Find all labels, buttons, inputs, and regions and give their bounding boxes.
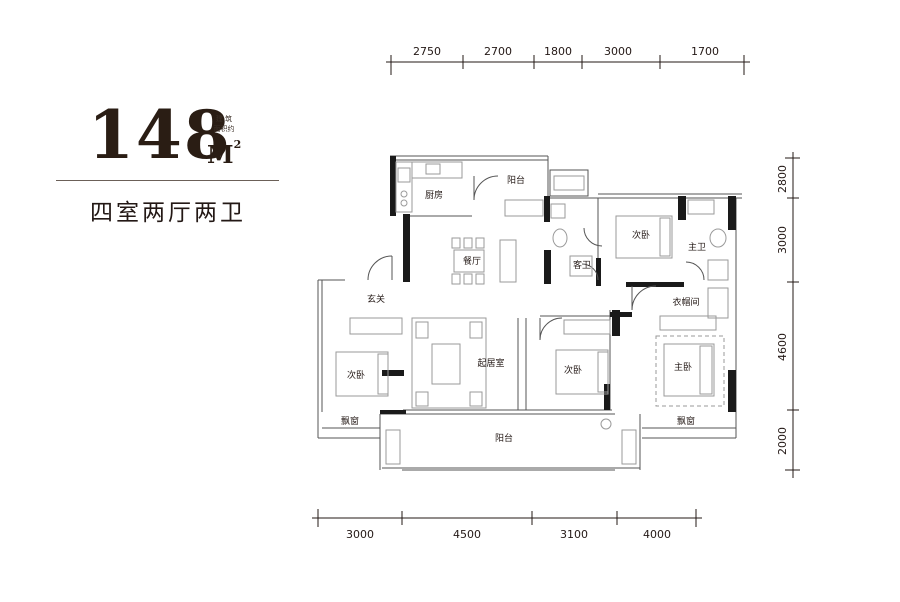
bottom-dimension-line: [312, 509, 702, 527]
area-value: 148: [88, 96, 232, 174]
doors: [367, 175, 705, 410]
area-unit: M2: [207, 138, 242, 169]
label-foyer: 玄关: [367, 293, 385, 305]
bottom-dim-3: 3100: [560, 528, 588, 541]
label-guest-bath: 客卫: [573, 259, 591, 271]
label-bedroom-middle: 次卧: [564, 364, 582, 376]
label-dining: 餐厅: [463, 255, 481, 267]
label-bedroom-north: 次卧: [632, 229, 650, 241]
right-dimension-line: [785, 152, 800, 478]
layout-title: 四室两厅两卫: [90, 200, 246, 226]
label-master-bath: 主卫: [688, 241, 706, 253]
top-dim-2: 2700: [484, 45, 512, 58]
label-balcony-north: 阳台: [507, 174, 525, 186]
label-closet: 衣帽间: [672, 296, 699, 308]
area-unit-superscript: 2: [233, 138, 242, 151]
bottom-dim-2: 4500: [453, 528, 481, 541]
label-kitchen: 厨房: [425, 189, 443, 201]
area-caption: 建 筑 面积约: [213, 115, 235, 133]
furniture: [335, 161, 729, 465]
area-unit-letter: M: [207, 140, 234, 169]
right-dim-3: 4600: [776, 333, 789, 361]
label-living: 起居室: [477, 357, 504, 369]
title-divider: [56, 180, 279, 181]
label-balcony-south: 阳台: [495, 432, 513, 444]
label-bay-window-left: 飘窗: [341, 415, 359, 427]
top-dim-4: 3000: [604, 45, 632, 58]
walls: [380, 156, 736, 414]
right-dim-2: 3000: [776, 226, 789, 254]
label-bedroom-west: 次卧: [347, 369, 365, 381]
label-master-bedroom: 主卧: [674, 361, 692, 373]
outline-thin: [317, 155, 742, 471]
top-dim-1: 2750: [413, 45, 441, 58]
label-bay-window-right: 飘窗: [677, 415, 695, 427]
top-dim-3: 1800: [544, 45, 572, 58]
top-dim-5: 1700: [691, 45, 719, 58]
right-dim-1: 2800: [776, 165, 789, 193]
bottom-dim-4: 4000: [643, 528, 671, 541]
right-dim-4: 2000: [776, 427, 789, 455]
bottom-dim-1: 3000: [346, 528, 374, 541]
top-dimension-line: [386, 55, 750, 75]
